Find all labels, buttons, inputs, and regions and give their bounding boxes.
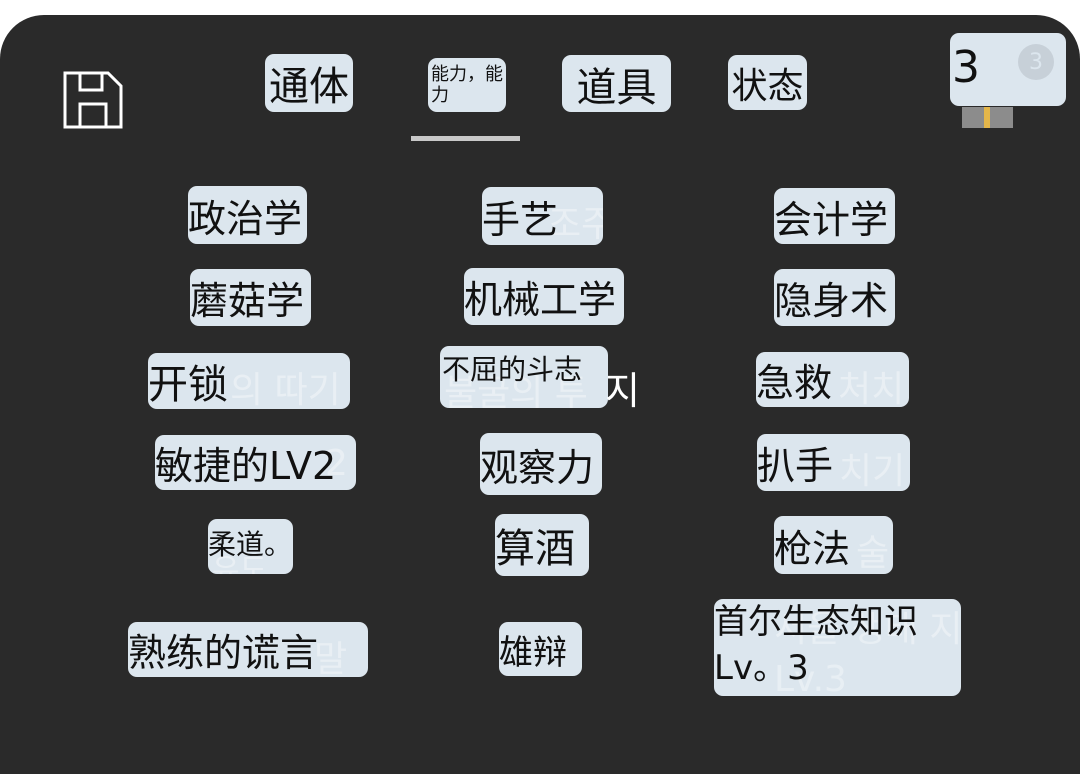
skill-overflow-text: 지: [605, 369, 640, 413]
skill-label: 扒手: [757, 444, 834, 488]
skill-label: 观察力: [480, 445, 595, 490]
skill-label: 机械工学: [464, 278, 617, 322]
skill-skilled-lies[interactable]: 말 熟练的谎言: [128, 622, 368, 677]
skill-ghost-label: 술: [856, 533, 890, 574]
skill-craft[interactable]: 조주 手艺: [482, 187, 603, 245]
tab-items[interactable]: 道具: [562, 55, 671, 112]
skill-ghost-label: 말: [314, 639, 348, 677]
skill-ghost-label: 의 따기: [230, 370, 341, 409]
skill-label: 柔道。: [208, 528, 293, 561]
skill-marksmanship[interactable]: 술 枪法: [774, 516, 893, 574]
skill-ghost-label: 유도: [212, 553, 268, 574]
skill-label: 政治学: [188, 196, 303, 241]
skill-mycology[interactable]: 蘑菇学: [190, 269, 311, 326]
skill-eloquence[interactable]: 雄辩: [499, 622, 582, 676]
skill-ghost-label: 2: [325, 443, 348, 484]
skill-label: 隐身术: [774, 279, 889, 323]
skill-label: 敏捷的LV2: [155, 444, 337, 488]
tab-ability[interactable]: 能力，能力: [428, 58, 506, 112]
skill-ghost-label: 처치: [838, 369, 905, 407]
skill-ghost-label: 불굴의 투: [444, 373, 588, 408]
skill-ghost-label: 서울 생태 지식 Lv.3: [774, 609, 961, 696]
notification-badge: 3: [1018, 44, 1054, 80]
skill-first-aid[interactable]: 처치 急救: [756, 352, 909, 407]
skill-label: 手艺: [482, 197, 559, 242]
skill-lockpicking[interactable]: 의 따기 开锁: [148, 353, 350, 409]
gift-ribbon: [984, 107, 990, 128]
skill-agility[interactable]: 2 敏捷的LV2: [155, 435, 356, 490]
skill-ghost-label: 치기: [839, 451, 906, 491]
skill-label: 会计学: [774, 197, 889, 242]
skill-seoul-ecology[interactable]: 서울 생태 지식 Lv.3 首尔生态知识 Lv。3: [714, 599, 961, 696]
skill-label: 雄辩: [499, 632, 567, 673]
floppy-disk-icon[interactable]: [62, 70, 124, 130]
skill-ghost-label: 조주: [548, 204, 603, 245]
skill-mechanical-engineering[interactable]: 机械工学: [464, 268, 624, 325]
skill-label: 首尔生态知识 Lv。3: [714, 602, 918, 688]
skill-judo[interactable]: 유도 柔道。: [208, 519, 293, 574]
tab-general[interactable]: 通体: [265, 54, 353, 112]
skill-label: 不屈的斗志: [442, 353, 583, 386]
notification-count: 3: [952, 42, 980, 93]
skill-stealth[interactable]: 隐身术: [774, 269, 895, 326]
skill-indomitable-will[interactable]: 불굴의 투 不屈的斗志: [440, 346, 608, 408]
skill-pickpocket[interactable]: 치기 扒手: [757, 434, 910, 491]
tab-status[interactable]: 状态: [728, 55, 807, 110]
active-tab-indicator: [411, 136, 520, 141]
skill-label: 急救: [756, 361, 833, 405]
skill-drinking[interactable]: 算酒: [495, 514, 589, 576]
skill-accounting[interactable]: 会计学: [774, 188, 895, 244]
skill-label: 枪法: [774, 526, 851, 571]
notification-counter[interactable]: 3: [950, 33, 1066, 106]
skill-label: 蘑菇学: [190, 279, 305, 323]
skill-label: 开锁: [148, 362, 228, 408]
skill-politics[interactable]: 政治学: [188, 186, 307, 244]
skill-label: 熟练的谎言: [128, 631, 319, 675]
skill-label: 算酒: [495, 526, 575, 572]
skill-observation[interactable]: 观察力: [480, 433, 602, 495]
